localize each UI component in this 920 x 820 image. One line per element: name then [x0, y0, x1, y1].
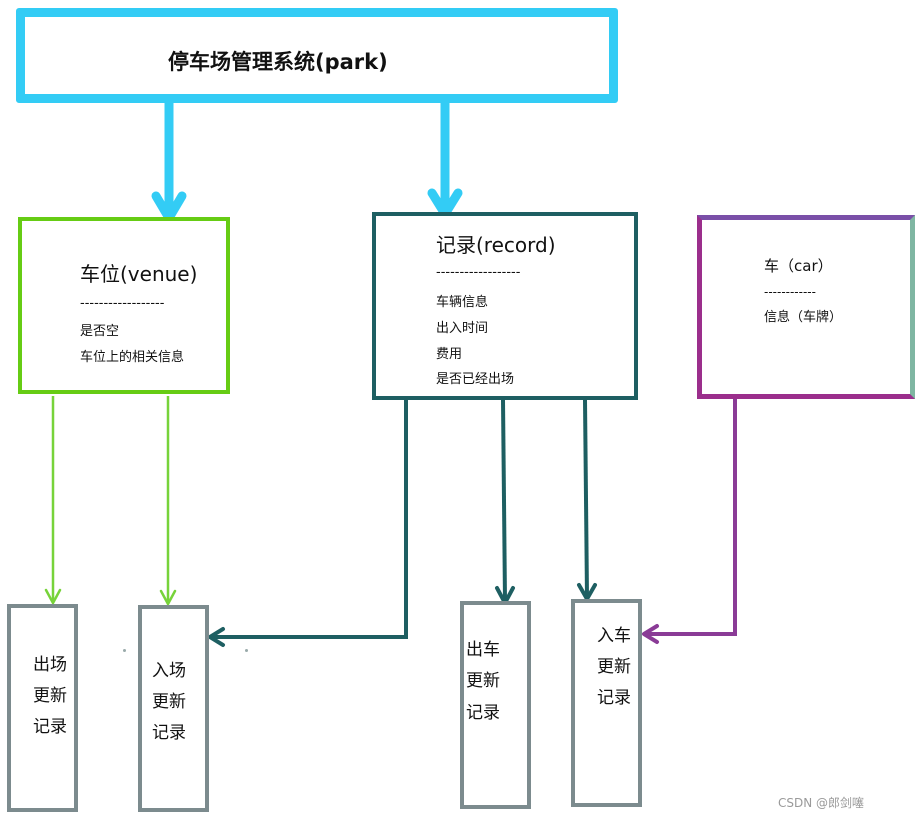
arrow-record-to-car-in-update [577, 399, 597, 601]
venue-field: 是否空 [80, 324, 120, 339]
car-field: 信息（车牌） [764, 310, 843, 325]
exit-update-line: 更新 [33, 686, 67, 706]
record-field: 车辆信息 [436, 295, 489, 310]
venue-heading: 车位(venue) [80, 262, 198, 286]
entry-update-record-box [138, 605, 209, 812]
record-field: 是否已经出场 [436, 372, 515, 387]
stray-dot [123, 649, 126, 652]
car-in-update-line: 入车 [597, 626, 631, 646]
record-heading: 记录(record) [436, 233, 556, 257]
car-out-update-record-box [460, 601, 531, 809]
arrow-venue-to-entry-update [159, 396, 177, 607]
arrow-record-to-car-out-update [495, 399, 515, 605]
venue-divider: ------------------ [80, 296, 165, 311]
venue-field: 车位上的相关信息 [80, 350, 185, 365]
record-divider: ------------------ [436, 265, 521, 280]
arrow-title-to-venue [151, 98, 187, 223]
record-entity-box [372, 212, 638, 400]
entry-update-line: 入场 [152, 661, 186, 681]
car-entity-box [697, 215, 915, 399]
venue-entity-box [18, 217, 230, 394]
car-divider: ------------ [764, 285, 816, 299]
exit-update-line: 记录 [33, 717, 67, 737]
system-title-box [16, 8, 618, 103]
arrow-title-to-record [427, 98, 463, 219]
record-field: 费用 [436, 347, 463, 362]
arrow-car-to-car-in-update [642, 399, 737, 644]
car-heading: 车（car） [764, 257, 833, 275]
arrow-record-to-entry-update [208, 400, 408, 647]
car-in-update-line: 记录 [597, 688, 631, 708]
entry-update-line: 更新 [152, 692, 186, 712]
record-field: 出入时间 [436, 321, 489, 336]
entry-update-line: 记录 [152, 723, 186, 743]
stray-dot [245, 649, 248, 652]
exit-update-line: 出场 [33, 655, 67, 675]
arrow-venue-to-exit-update [44, 396, 62, 606]
car-out-update-line: 出车 [466, 640, 500, 660]
system-title: 停车场管理系统(park) [168, 50, 388, 74]
car-out-update-line: 更新 [466, 671, 500, 691]
car-in-update-record-box [571, 599, 642, 807]
watermark: CSDN @郎剑噻 [778, 796, 865, 810]
car-out-update-line: 记录 [466, 703, 500, 723]
car-in-update-line: 更新 [597, 657, 631, 677]
exit-update-record-box [7, 604, 78, 812]
